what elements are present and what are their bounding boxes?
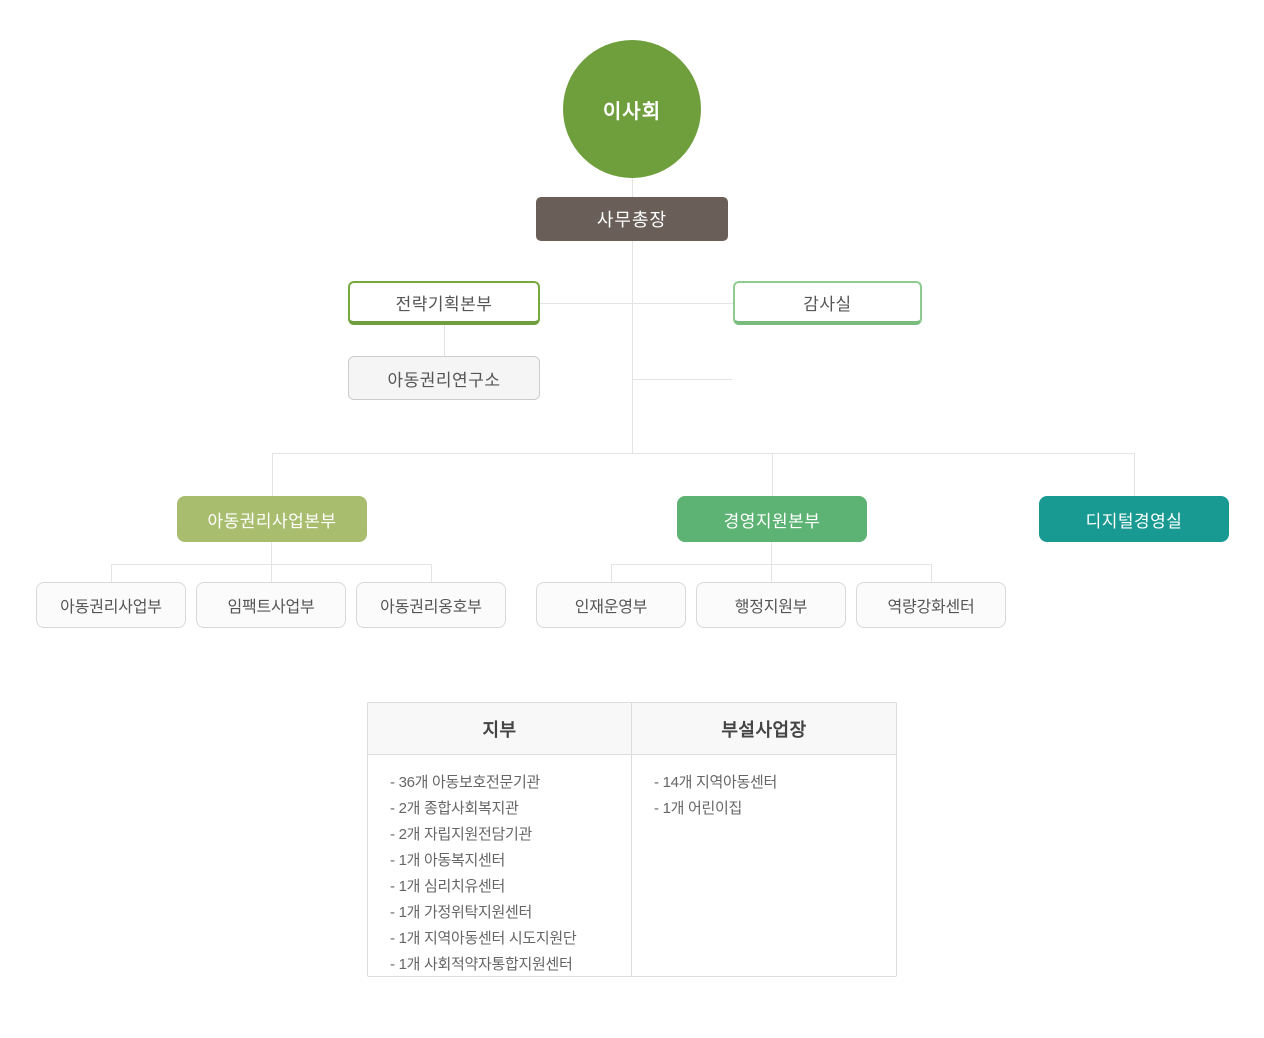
child-rights-research-institute-node: 아동권리연구소 [348, 356, 540, 400]
table-list-item: - 1개 심리치유센터 [390, 878, 505, 895]
affiliated-sites-list: - 14개 지역아동센터 - 1개 어린이집 [632, 755, 896, 822]
table-list-item: - 2개 자립지원전담기관 [390, 826, 532, 843]
board-node: 이사회 [563, 40, 701, 178]
branches-column: 지부 - 36개 아동보호전문기관 - 2개 종합사회복지관 - 2개 자립지원전담… [368, 703, 632, 976]
affiliated-sites-column: 부설사업장 - 14개 지역아동센터 - 1개 어린이집 [632, 703, 896, 976]
table-list-item: - 36개 아동보호전문기관 [390, 774, 541, 791]
connector-line [1134, 453, 1135, 496]
connector-line [611, 564, 931, 565]
digital-management-office-node: 디지털경영실 [1039, 496, 1229, 542]
connector-line [611, 564, 612, 582]
connector-line [111, 564, 112, 582]
dept-child-rights-business: 아동권리사업부 [36, 582, 186, 628]
branches-table: 지부 - 36개 아동보호전문기관 - 2개 종합사회복지관 - 2개 자립지원전담… [367, 702, 897, 977]
child-rights-business-hq-node: 아동권리사업본부 [177, 496, 367, 542]
branches-list: - 36개 아동보호전문기관 - 2개 종합사회복지관 - 2개 자립지원전담기관 -… [368, 755, 631, 978]
connector-line [271, 542, 272, 582]
connector-line [931, 564, 932, 582]
dept-talent-operations: 인재운영부 [536, 582, 686, 628]
dept-administrative-support: 행정지원부 [696, 582, 846, 628]
secretary-general-node: 사무총장 [536, 197, 728, 241]
connector-line [540, 303, 733, 304]
dept-capacity-building-center: 역량강화센터 [856, 582, 1006, 628]
dept-impact-business: 임팩트사업부 [196, 582, 346, 628]
strategic-planning-hq-node: 전략기획본부 [348, 281, 540, 325]
connector-line [111, 564, 431, 565]
management-support-hq-node: 경영지원본부 [677, 496, 867, 542]
table-list-item: - 1개 사회적약자통합지원센터 [390, 956, 573, 973]
audit-office-node: 감사실 [733, 281, 922, 325]
connector-line [632, 379, 732, 380]
connector-line [772, 453, 773, 496]
branches-column-header: 지부 [368, 703, 631, 755]
table-list-item: - 1개 아동복지센터 [390, 852, 505, 869]
table-list-item: - 2개 종합사회복지관 [390, 800, 519, 817]
connector-line [444, 325, 445, 356]
connector-line [272, 453, 273, 496]
table-list-item: - 1개 지역아동센터 시도지원단 [390, 930, 577, 947]
connector-line [272, 453, 1135, 454]
table-list-item: - 14개 지역아동센터 [654, 774, 778, 791]
connector-line [771, 542, 772, 582]
affiliated-sites-column-header: 부설사업장 [632, 703, 896, 755]
connector-line [632, 241, 633, 453]
table-list-item: - 1개 어린이집 [654, 800, 742, 817]
connector-line [431, 564, 432, 582]
dept-child-rights-advocacy: 아동권리옹호부 [356, 582, 506, 628]
connector-line [632, 178, 633, 197]
table-list-item: - 1개 가정위탁지원센터 [390, 904, 532, 921]
